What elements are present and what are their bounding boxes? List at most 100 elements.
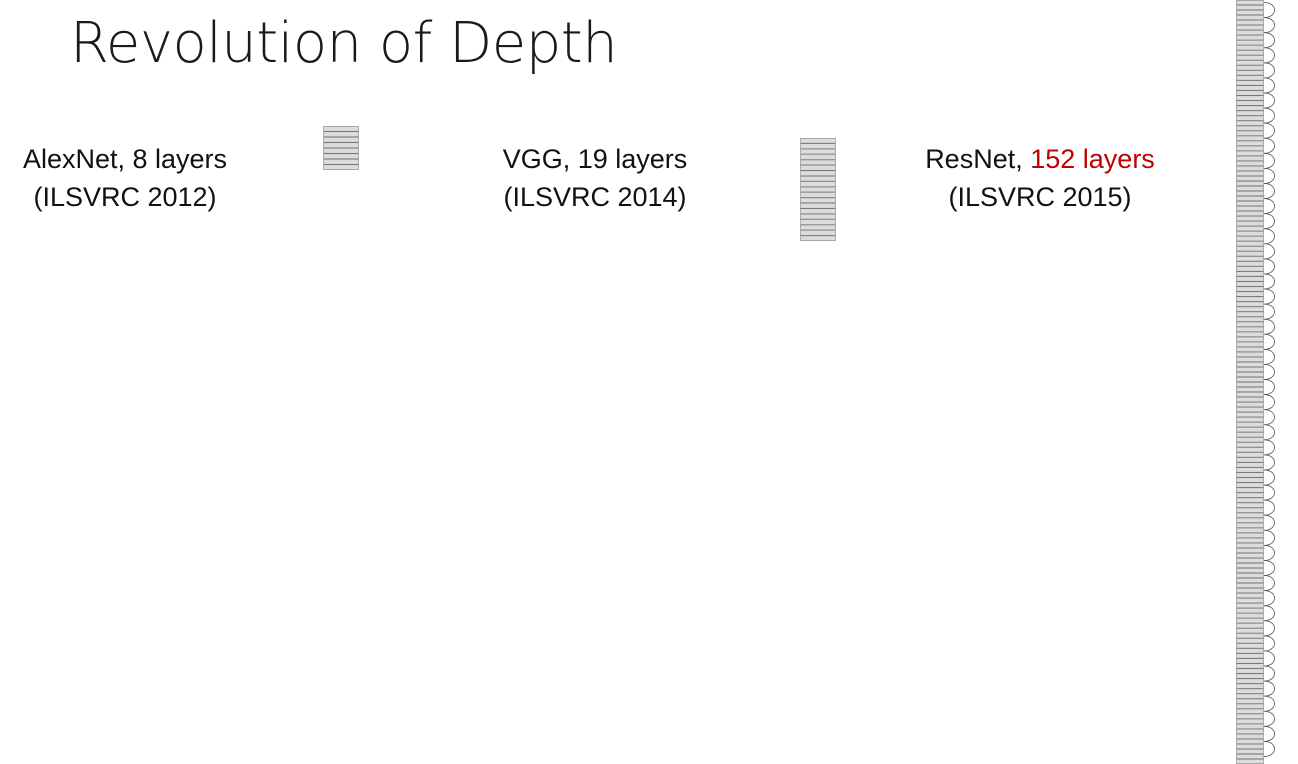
resnet-layer-block [1236,753,1264,759]
vgg-layer-block [800,175,836,182]
resnet-layer-block [1236,748,1264,754]
resnet-layer-block [1236,80,1264,86]
resnet-layer-block [1236,593,1264,599]
resnet-layer-block [1236,392,1264,398]
resnet-layer-block [1236,507,1264,513]
resnet-layer-block [1236,482,1264,488]
resnet-layer-block [1236,417,1264,423]
resnet-layer-block [1236,155,1264,161]
resnet-skip-connection [1263,590,1275,607]
vgg-competition: (ILSVRC 2014) [503,182,687,212]
resnet-layer-block [1236,427,1264,433]
resnet-layer-block [1236,613,1264,619]
resnet-skip-connection [1263,303,1275,320]
resnet-layer-block [1236,638,1264,644]
resnet-layer-block [1236,216,1264,222]
resnet-layer-block [1236,231,1264,237]
resnet-layer-block [1236,643,1264,649]
resnet-skip-connection [1263,273,1275,290]
resnet-layer-block [1236,90,1264,96]
resnet-layers-highlight: 152 layers [1030,144,1155,174]
resnet-skip-connection [1263,529,1275,546]
resnet-skip-connection [1263,605,1275,622]
resnet-layer-block [1236,578,1264,584]
resnet-layer-block [1236,738,1264,744]
resnet-skip-connection [1263,695,1275,712]
resnet-layer-block [1236,55,1264,61]
vgg-layer-block [800,197,836,204]
resnet-layer-block [1236,487,1264,493]
resnet-skip-connection [1263,228,1275,245]
resnet-layer-block [1236,673,1264,679]
resnet-layer-block [1236,160,1264,166]
resnet-layer-block [1236,241,1264,247]
resnet-layer-block [1236,175,1264,181]
resnet-layer-block [1236,145,1264,151]
resnet-layer-block [1236,256,1264,262]
resnet-layer-block [1236,276,1264,282]
vgg-layer-block [800,170,836,176]
resnet-layer-block [1236,301,1264,307]
resnet-layer-block [1236,457,1264,463]
resnet-skip-connection [1263,107,1275,124]
resnet-layer-block [1236,351,1264,357]
resnet-layer-block [1236,10,1264,16]
resnet-layer-block [1236,628,1264,634]
resnet-layer-block [1236,502,1264,508]
resnet-layer-block [1236,331,1264,337]
resnet-skip-connection [1263,364,1275,380]
resnet-skip-connection [1263,62,1275,79]
resnet-layer-block [1236,743,1264,749]
resnet-skip-connection [1263,318,1275,335]
resnet-layer-block [1236,75,1264,81]
resnet-skip-connection [1263,92,1275,109]
resnet-layer-block [1236,321,1264,327]
resnet-layer-block [1236,562,1264,568]
resnet-name: ResNet, [925,144,1031,174]
resnet-skip-connection [1263,469,1275,486]
resnet-layer-block [1236,271,1264,277]
resnet-layer-block [1236,105,1264,111]
resnet-skip-connection [1263,665,1275,682]
resnet-skip-connection [1263,77,1275,94]
resnet-layer-block [1236,618,1264,624]
resnet-skip-connection [1263,2,1275,18]
resnet-layer-block [1236,191,1264,196]
resnet-layer-block [1236,326,1264,332]
resnet-layer-block [1236,467,1264,473]
resnet-layer-block [1236,759,1264,764]
resnet-layer-block [1236,25,1264,31]
resnet-layer-block [1236,140,1264,146]
resnet-label: ResNet, 152 layers [890,140,1190,178]
vgg-layer-block [800,181,836,187]
vgg-layer-stack [800,138,836,241]
resnet-layer-block [1236,557,1264,563]
resnet-layer-block [1236,703,1264,709]
alexnet-caption: AlexNet, 8 layers (ILSVRC 2012) [0,140,250,216]
resnet-skip-connection [1263,454,1275,471]
resnet-layer-block [1236,150,1264,156]
resnet-layer-block [1236,170,1264,176]
resnet-layer-block [1236,472,1264,478]
resnet-layer-block [1236,115,1264,121]
resnet-layer-block [1236,633,1264,639]
resnet-skip-connection [1263,544,1275,561]
resnet-layer-block [1236,708,1264,714]
resnet-layer-block [1236,447,1264,453]
vgg-layer-block [800,138,836,144]
alexnet-label: AlexNet, 8 layers [22,144,228,174]
resnet-layer-block [1236,165,1264,171]
resnet-layer-block [1236,15,1264,21]
resnet-layer-block [1236,135,1264,141]
resnet-skip-connection [1263,439,1275,456]
resnet-skip-connection [1263,137,1275,154]
resnet-layer-block [1236,623,1264,629]
vgg-layer-block [800,213,836,220]
resnet-skip-connection [1263,575,1275,591]
resnet-layer-block [1236,442,1264,448]
resnet-competition: (ILSVRC 2015) [948,182,1132,212]
resnet-layer-block [1236,60,1264,66]
resnet-layer-block [1236,311,1264,317]
resnet-caption: ResNet, 152 layers (ILSVRC 2015) [890,140,1190,216]
vgg-layer-block [800,208,836,214]
